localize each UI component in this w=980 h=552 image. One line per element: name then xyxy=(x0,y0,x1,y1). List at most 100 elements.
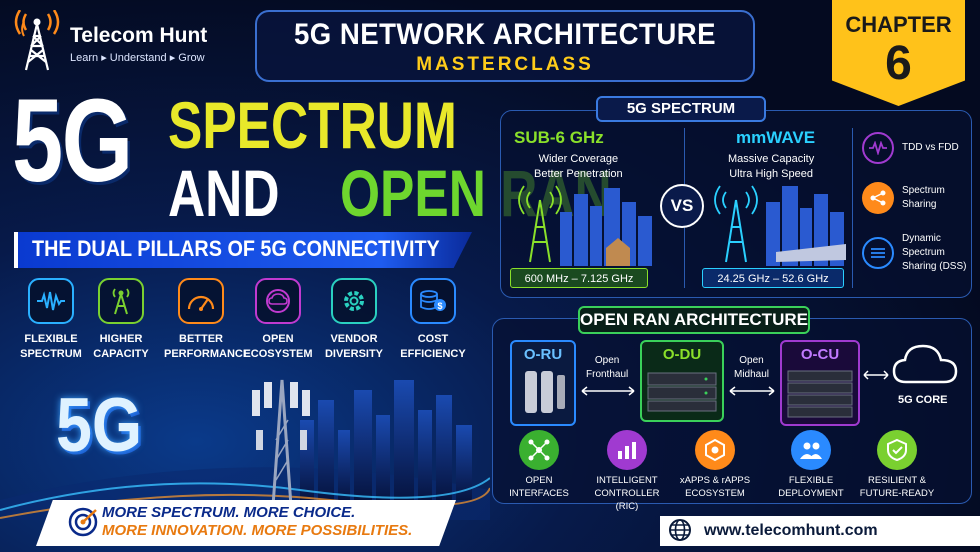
core-label: 5G CORE xyxy=(898,394,948,406)
oran-feature-label: CONTROLLER (RIC) xyxy=(594,488,660,512)
feature-label: SPECTRUM xyxy=(20,348,82,360)
oran-feature-label: INTELLIGENT xyxy=(596,475,658,486)
spectrum-title: 5G SPECTRUM xyxy=(596,96,766,122)
header-title: 5G NETWORK ARCHITECTURE xyxy=(293,18,717,51)
brand-name: Telecom Hunt xyxy=(70,24,208,47)
slogan-banner xyxy=(36,500,456,546)
sub6-desc-1: Wider Coverage xyxy=(538,153,619,165)
feature-label: COST xyxy=(417,333,449,345)
spectrum-feature-tdd: TDD vs FDD xyxy=(862,132,972,164)
feature-label: EFFICIENCY xyxy=(400,348,466,360)
oran-feature-label: RESILIENT & xyxy=(868,475,926,486)
cloud-icon xyxy=(255,278,301,324)
url-bar xyxy=(660,516,980,546)
oran-feature-open-interfaces: OPEN INTERFACES xyxy=(494,430,584,500)
feature-cost-efficiency: $ COST EFFICIENCY xyxy=(396,278,470,362)
spectrum-feature-label: Sharing (DSS) xyxy=(902,261,967,272)
o-ru-label: O-RU xyxy=(523,346,563,363)
spectrum-feature-label: Spectrum xyxy=(902,247,945,258)
share-icon xyxy=(862,182,894,214)
header-box: 5G NETWORK ARCHITECTURE MASTERCLASS xyxy=(255,10,755,82)
coins-icon: $ xyxy=(410,278,456,324)
spectrum-feature-label: Dynamic xyxy=(902,233,941,244)
svg-text:$: $ xyxy=(437,301,442,311)
glowing-5g-text: 5G xyxy=(56,383,143,468)
pillar-text: THE DUAL PILLARS OF 5G CONNECTIVITY xyxy=(32,236,440,261)
waveform-icon xyxy=(28,278,74,324)
tower-logo-icon xyxy=(14,10,60,71)
hero-and: AND xyxy=(168,156,280,230)
feature-label: VENDOR xyxy=(330,333,378,345)
mmwave-range: 24.25 GHz – 52.6 GHz xyxy=(702,268,844,288)
radio-unit-icon xyxy=(525,371,565,413)
oran-feature-label: OPEN xyxy=(525,475,553,486)
oran-feature-label: INTERFACES xyxy=(509,488,569,499)
feature-label: DIVERSITY xyxy=(324,348,384,360)
oran-feature-resilient: RESILIENT & FUTURE-READY xyxy=(852,430,942,500)
feature-label: PERFORMANCE xyxy=(164,348,251,360)
chapter-number: 6 xyxy=(885,37,912,90)
fronthaul-arrow-icon xyxy=(581,386,635,396)
shield-icon xyxy=(877,430,917,470)
network-icon xyxy=(519,430,559,470)
hero-5g: 5G xyxy=(12,75,133,207)
slogan-line-2: MORE INNOVATION. MORE POSSIBILITIES. xyxy=(102,522,413,539)
oran-feature-deployment: FLEXIBLE DEPLOYMENT xyxy=(766,430,856,500)
oran-feature-label: FLEXIBLE xyxy=(788,475,834,486)
sub6-title: SUB-6 GHz xyxy=(514,128,604,147)
oran-feature-label: FUTURE-READY xyxy=(859,488,935,499)
chapter-label: CHAPTER xyxy=(845,12,952,37)
sub6-desc-2: Better Penetration xyxy=(534,168,623,180)
oran-feature-label: DEPLOYMENT xyxy=(778,488,844,499)
server-rack-icon xyxy=(787,370,853,418)
mmwave-desc-1: Massive Capacity xyxy=(728,153,815,165)
brand-tagline: Learn ▸ Understand ▸ Grow xyxy=(70,52,205,64)
sliders-icon xyxy=(862,237,894,269)
feature-higher-capacity: HIGHER CAPACITY xyxy=(84,278,158,362)
slogan-line-1: MORE SPECTRUM. MORE CHOICE. xyxy=(102,504,356,521)
chapter-badge xyxy=(832,0,965,106)
sub6-range: 600 MHz – 7.125 GHz xyxy=(510,268,648,288)
users-icon xyxy=(791,430,831,470)
feature-flexible-spectrum: FLEXIBLE SPECTRUM xyxy=(14,278,88,362)
feature-label: ECOSYSTEM xyxy=(243,348,313,360)
server-icon xyxy=(647,372,717,412)
feature-vendor-diversity: VENDOR DIVERSITY xyxy=(317,278,391,362)
target-icon xyxy=(68,507,98,537)
midhaul-line-2: Midhaul xyxy=(734,369,770,380)
spectrum-feature-label: Sharing xyxy=(902,199,937,210)
hero-spectrum: SPECTRUM xyxy=(168,88,457,162)
oran-feature-label: xAPPS & rAPPS xyxy=(679,475,751,486)
o-ru-node: O-RU xyxy=(510,340,576,426)
mmwave-city-illustration xyxy=(714,185,846,266)
spectrum-feature-label: Spectrum xyxy=(902,185,945,196)
oran-feature-ric: INTELLIGENT CONTROLLER (RIC) xyxy=(582,430,672,513)
fronthaul-line-2: Fronthaul xyxy=(586,369,629,380)
core-arrow-icon xyxy=(863,370,889,380)
feature-label: FLEXIBLE xyxy=(24,333,78,345)
o-cu-label: O-CU xyxy=(800,346,840,363)
wave-icon xyxy=(862,132,894,164)
website-link[interactable]: www.telecomhunt.com xyxy=(704,522,878,539)
fronthaul-line-1: Open xyxy=(594,355,620,366)
mmwave-title: mmWAVE xyxy=(736,128,816,147)
o-cu-node: O-CU xyxy=(780,340,860,426)
globe-icon xyxy=(669,519,691,541)
vs-badge: VS xyxy=(660,184,704,228)
speedometer-icon xyxy=(178,278,224,324)
feature-label: HIGHER xyxy=(99,333,143,345)
open-ran-title: OPEN RAN ARCHITECTURE xyxy=(578,306,810,334)
spectrum-divider xyxy=(852,128,853,288)
midhaul-arrow-icon xyxy=(729,386,775,396)
header-subtitle: MASTERCLASS xyxy=(416,54,594,75)
feature-label: CAPACITY xyxy=(93,348,149,360)
